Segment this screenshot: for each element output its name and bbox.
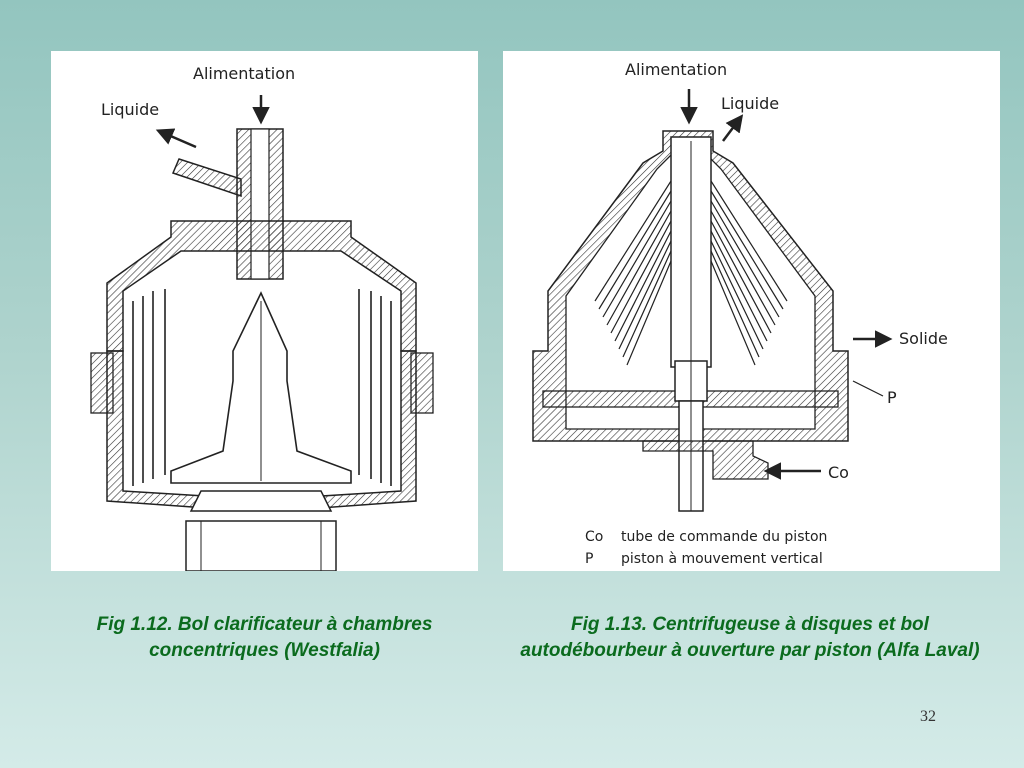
feed-label: Alimentation: [625, 60, 727, 79]
drive-spindle-housing: [185, 520, 337, 571]
liquid-label: Liquide: [101, 100, 159, 119]
legend-key-co: Co: [585, 529, 603, 545]
feed-label: Alimentation: [193, 64, 295, 83]
liquid-arrow-icon: [722, 114, 744, 142]
slide-number: 32: [920, 708, 936, 725]
bowl-wall-left: [106, 350, 222, 510]
disc-centrifuge-drawing: Alimentation Liquide Solide P Co: [532, 60, 948, 567]
piston-label: P: [887, 388, 897, 407]
bowl-cover: [106, 220, 417, 352]
legend-text-co: tube de commande du piston: [621, 529, 827, 545]
diagram-panel-alfa-laval: Alimentation Liquide Solide P Co: [503, 51, 1000, 571]
liquid-label: Liquide: [721, 94, 779, 113]
bowl-wall-right: [305, 350, 417, 510]
control-tube-label: Co: [828, 463, 849, 482]
control-tube: [642, 440, 769, 480]
clarifier-bowl-drawing: Alimentation Liquide: [90, 64, 434, 571]
figure-caption-left: Fig 1.12. Bol clarificateur à chambres c…: [96, 614, 433, 661]
outlet-pipe: [171, 158, 242, 198]
diagram-panel-westfalia: Alimentation Liquide: [51, 51, 478, 571]
disc-stack: [594, 180, 788, 366]
concentric-chambers: [132, 289, 392, 486]
bowl-base: [189, 490, 333, 512]
liquid-arrow-icon: [155, 128, 197, 149]
legend-key-p: P: [585, 551, 593, 567]
solid-label: Solide: [899, 329, 948, 348]
figure-caption-right: Fig 1.13. Centrifugeuse à disques et bol…: [520, 614, 980, 661]
legend-text-p: piston à mouvement vertical: [621, 551, 823, 567]
